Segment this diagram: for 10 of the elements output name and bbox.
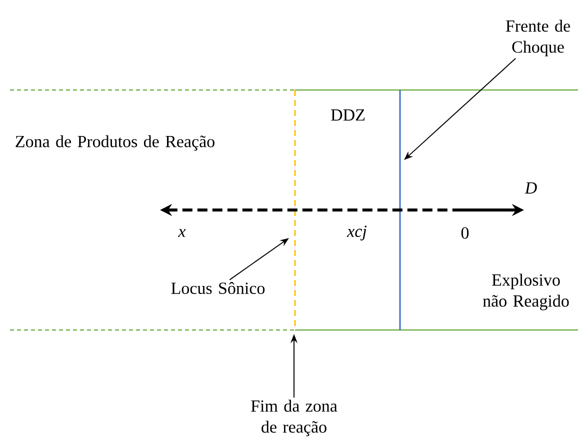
callout-text: Fim da zona de reação: [251, 400, 338, 436]
zone-label: xcj: [346, 226, 366, 240]
zone-label: x: [178, 229, 186, 237]
callout-text: Locus Sônico: [171, 282, 265, 294]
zone-label: Zona de Produtos de Reação: [16, 135, 214, 151]
callout-text: Frente de Choque: [506, 20, 570, 56]
zone-label: DDZ: [331, 109, 365, 121]
zone-label: Explosivo não Reagido: [482, 274, 569, 310]
zone-label: D: [524, 182, 537, 194]
zone-label: 0: [461, 227, 469, 239]
